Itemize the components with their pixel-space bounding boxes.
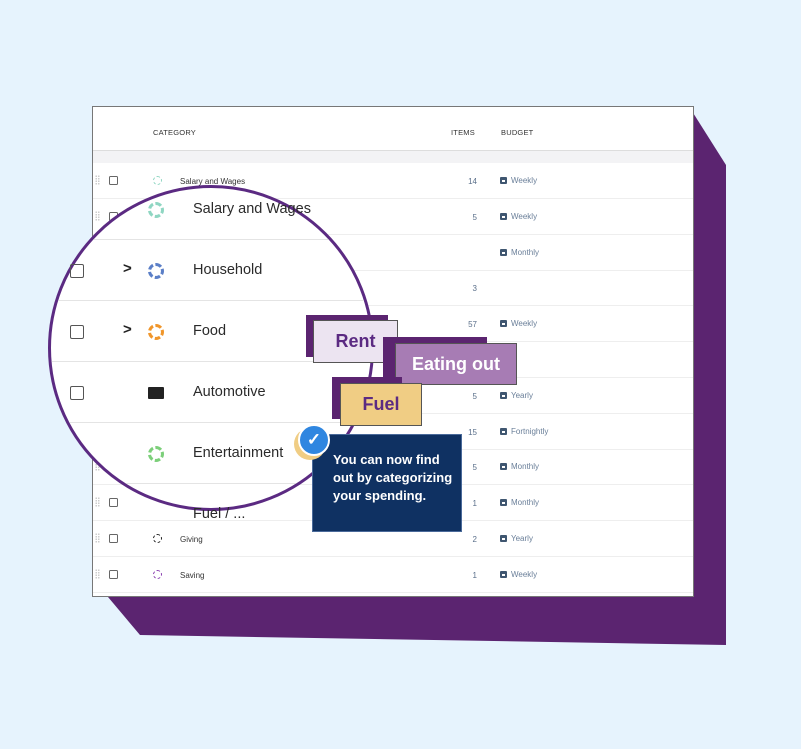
table-header: CATEGORY ITEMS BUDGET	[93, 107, 693, 151]
category-name[interactable]: Fuel / ...	[193, 506, 246, 522]
row-checkbox[interactable]	[70, 386, 84, 400]
tooltip: You can now find out by categorizing you…	[312, 434, 462, 532]
drag-handle-icon[interactable]	[95, 497, 100, 508]
category-ring-icon	[153, 176, 162, 185]
magnified-row-divider	[51, 188, 371, 240]
category-ring-icon	[148, 446, 164, 462]
magnified-row[interactable]: > Household	[51, 240, 371, 301]
item-count: 15	[468, 427, 477, 437]
header-budget[interactable]: BUDGET	[501, 128, 534, 137]
item-count: 5	[472, 212, 477, 222]
tooltip-text: You can now find out by categorizing you…	[333, 452, 453, 503]
category-name[interactable]: Automotive	[193, 384, 266, 400]
category-ring-icon	[148, 202, 164, 218]
tag-eating-out: Eating out	[395, 343, 517, 385]
magnified-row-divider	[51, 240, 371, 301]
magnified-row[interactable]: Fuel / ...	[51, 484, 371, 545]
row-checkbox[interactable]	[109, 498, 118, 508]
budget-label: Weekly	[511, 176, 538, 185]
magnified-row[interactable]: > Food	[51, 301, 371, 362]
category-name[interactable]: Salary and Wages	[193, 201, 311, 217]
calendar-icon	[500, 391, 507, 399]
budget-label: Weekly	[511, 211, 538, 221]
calendar-icon	[500, 212, 507, 220]
header-items[interactable]: ITEMS	[451, 128, 475, 137]
header-category[interactable]: CATEGORY	[153, 128, 196, 137]
budget-period[interactable]: Monthly	[500, 248, 539, 257]
budget-period[interactable]: Monthly	[500, 462, 539, 471]
drag-handle-icon[interactable]	[95, 568, 100, 579]
budget-label: Monthly	[511, 462, 540, 472]
magnified-row[interactable]: Entertainment	[51, 423, 371, 484]
table-row[interactable]: Giving 2 Yearly	[93, 521, 693, 557]
item-count: 5	[472, 391, 477, 401]
drag-handle-icon[interactable]	[95, 533, 100, 543]
item-count: 1	[472, 499, 477, 509]
calendar-icon	[500, 535, 507, 542]
calendar-icon	[500, 320, 507, 328]
category-name[interactable]: Giving	[180, 535, 203, 544]
chevron-right-icon[interactable]: >	[123, 321, 132, 338]
magnified-row[interactable]: Salary and Wages	[51, 179, 371, 240]
calendar-icon	[500, 177, 507, 184]
budget-period[interactable]: Yearly	[500, 534, 533, 543]
drag-handle-icon[interactable]	[95, 210, 100, 221]
category-name[interactable]: Salary and Wages	[180, 177, 246, 186]
category-name[interactable]: Saving	[180, 570, 205, 580]
budget-period[interactable]: Monthly	[500, 498, 539, 507]
budget-period[interactable]: Weekly	[500, 176, 537, 185]
row-checkbox[interactable]	[109, 176, 118, 185]
item-count: 3	[472, 284, 477, 294]
tag-fuel: Fuel	[340, 383, 422, 426]
budget-label: Monthly	[511, 247, 540, 257]
budget-label: Fortnightly	[511, 426, 549, 436]
budget-label: Yearly	[511, 390, 533, 400]
row-checkbox[interactable]	[70, 325, 84, 339]
chevron-right-icon[interactable]: >	[123, 260, 132, 277]
budget-period[interactable]: Yearly	[500, 391, 533, 400]
table-row[interactable]: Saving 1 Weekly	[93, 557, 693, 593]
budget-label: Weekly	[511, 569, 538, 579]
calendar-icon	[500, 570, 507, 578]
budget-label: Monthly	[511, 498, 540, 508]
calendar-icon	[500, 248, 507, 256]
item-count: 5	[472, 463, 477, 473]
check-circle-icon: ✓	[298, 424, 330, 456]
category-ring-icon	[153, 569, 162, 579]
category-name[interactable]: Entertainment	[193, 445, 284, 461]
row-checkbox[interactable]	[109, 569, 118, 579]
drag-handle-icon[interactable]	[95, 461, 100, 472]
budget-period[interactable]: Weekly	[500, 570, 537, 579]
item-count: 14	[468, 177, 477, 186]
table-row[interactable]: Salary and Wages 14 Weekly	[93, 163, 693, 199]
category-ring-icon	[153, 534, 162, 543]
category-name[interactable]: Food	[193, 323, 227, 339]
budget-period[interactable]: Weekly	[500, 212, 537, 221]
budget-label: Yearly	[511, 534, 533, 543]
budget-period[interactable]: Fortnightly	[500, 427, 548, 436]
drag-handle-icon[interactable]	[95, 175, 100, 185]
calendar-icon	[500, 499, 507, 507]
row-checkbox[interactable]	[70, 264, 84, 278]
magnified-row-divider	[51, 362, 371, 423]
category-ring-icon	[148, 263, 164, 279]
magnified-row[interactable]: Automotive	[51, 362, 371, 423]
magnified-row-divider	[51, 423, 371, 484]
item-count: 57	[468, 320, 477, 330]
category-ring-icon	[148, 324, 164, 340]
category-name[interactable]: Household	[193, 262, 263, 278]
budget-period[interactable]: Weekly	[500, 319, 537, 328]
item-count: 2	[472, 535, 477, 544]
calendar-icon	[500, 427, 507, 435]
budget-label: Weekly	[511, 319, 538, 329]
item-count: 1	[472, 570, 477, 580]
folder-icon	[148, 387, 164, 399]
magnified-row-divider	[51, 301, 371, 362]
row-checkbox[interactable]	[109, 534, 118, 543]
table-spacer	[93, 151, 693, 163]
calendar-icon	[500, 463, 507, 471]
